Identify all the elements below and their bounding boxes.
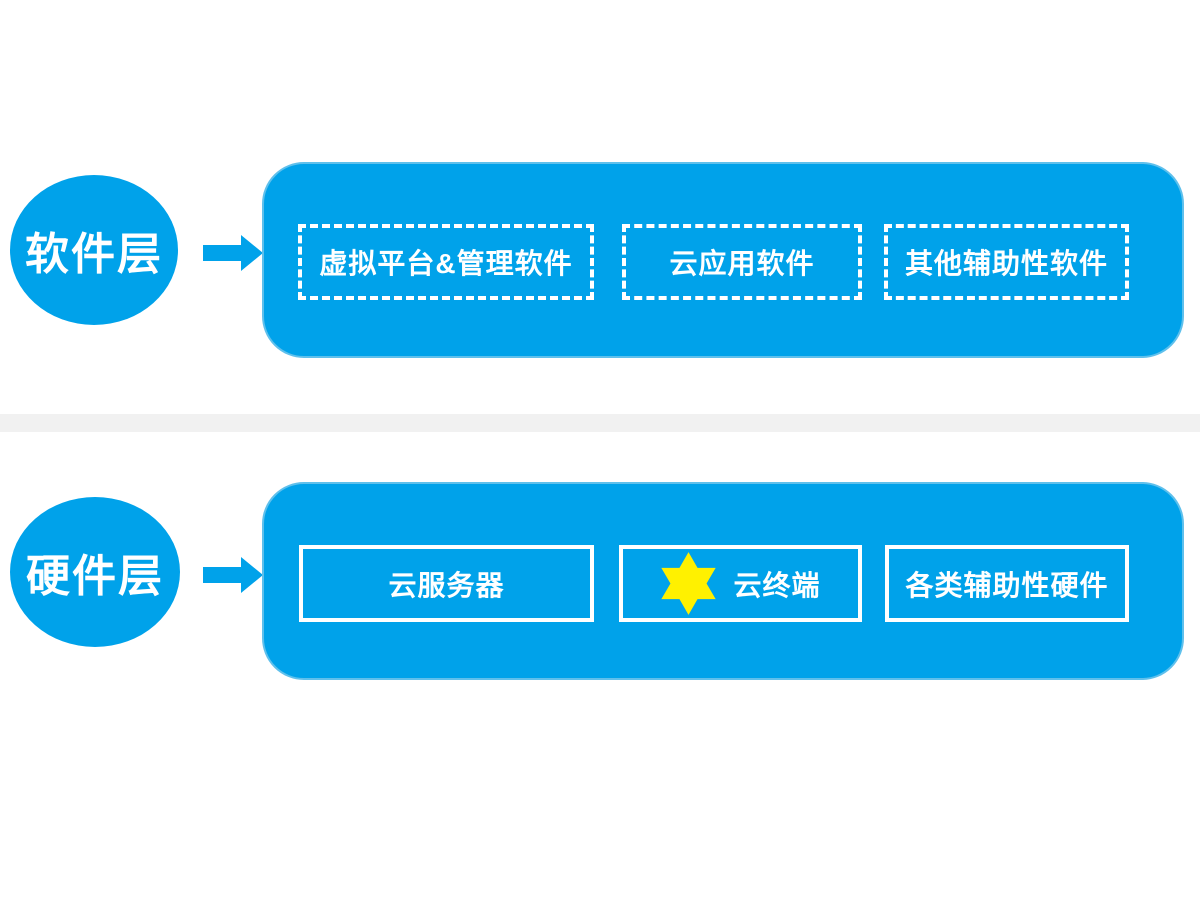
software-item-label: 虚拟平台&管理软件 (319, 248, 573, 279)
right-arrow-icon (203, 235, 263, 271)
hardware-item-label: 云终端 (733, 569, 821, 601)
hardware-item-label: 云服务器 (388, 569, 505, 601)
hardware-layer-circle: 硬件层 (10, 497, 180, 647)
software-item-other-auxiliary: 其他辅助性软件 (884, 224, 1129, 300)
software-layer-label: 软件层 (25, 230, 163, 279)
software-item-label: 其他辅助性软件 (904, 248, 1108, 279)
hardware-panel: 云服务器 云终端 各类辅助性硬件 (262, 482, 1184, 680)
software-item-label: 云应用软件 (669, 248, 815, 279)
software-item-virtual-platform: 虚拟平台&管理软件 (298, 224, 594, 300)
hardware-item-cloud-server: 云服务器 (299, 545, 594, 622)
software-panel: 虚拟平台&管理软件 云应用软件 其他辅助性软件 (262, 162, 1184, 358)
right-arrow-icon (203, 557, 263, 593)
six-pointed-star-icon (661, 552, 717, 615)
software-item-cloud-app: 云应用软件 (622, 224, 862, 300)
hardware-item-auxiliary-hardware: 各类辅助性硬件 (885, 545, 1129, 622)
section-divider (0, 414, 1200, 432)
hardware-layer-label: 硬件层 (26, 552, 164, 601)
hardware-item-cloud-terminal: 云终端 (619, 545, 862, 622)
hardware-item-label: 各类辅助性硬件 (905, 569, 1109, 601)
software-layer-circle: 软件层 (10, 175, 178, 325)
